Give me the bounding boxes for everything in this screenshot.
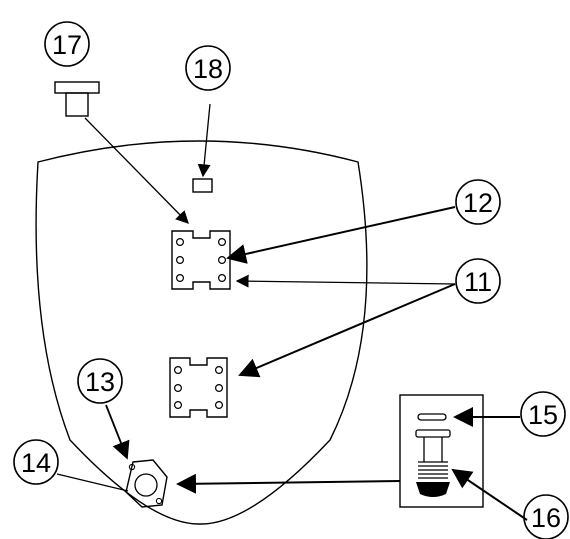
svg-text:12: 12 [463, 188, 493, 218]
leader-12 [226, 206, 456, 264]
hinge-lower [169, 357, 228, 418]
callout-16: 16 [523, 494, 569, 539]
svg-text:16: 16 [531, 503, 561, 533]
leader-14 [56, 473, 129, 492]
body-outline [35, 140, 368, 525]
svg-text:11: 11 [464, 267, 492, 297]
callout-14: 14 [13, 439, 59, 485]
leader-18 [197, 103, 211, 178]
callout-13: 13 [77, 358, 123, 404]
part-18-tab [192, 178, 213, 193]
leader-11a [235, 274, 456, 288]
hinge-upper [171, 230, 231, 290]
svg-text:17: 17 [52, 30, 82, 60]
svg-text:13: 13 [85, 367, 115, 397]
svg-text:18: 18 [193, 54, 223, 84]
callout-15: 15 [520, 391, 566, 437]
callout-18: 18 [185, 45, 231, 91]
part-16-plug [415, 429, 451, 497]
callout-17: 17 [44, 21, 90, 67]
part-17-cap [54, 81, 100, 117]
part-13-flange [125, 459, 168, 508]
leader-inset [176, 473, 401, 494]
svg-text:14: 14 [21, 448, 51, 478]
leader-17 [84, 117, 189, 224]
callout-12: 12 [455, 179, 501, 225]
inset-box [399, 394, 484, 508]
callout-11: 11 [455, 258, 501, 304]
leader-11b [238, 283, 456, 378]
part-15-ring [417, 413, 447, 421]
leader-16 [451, 468, 528, 521]
svg-text:15: 15 [528, 400, 558, 430]
leader-13 [105, 404, 130, 460]
